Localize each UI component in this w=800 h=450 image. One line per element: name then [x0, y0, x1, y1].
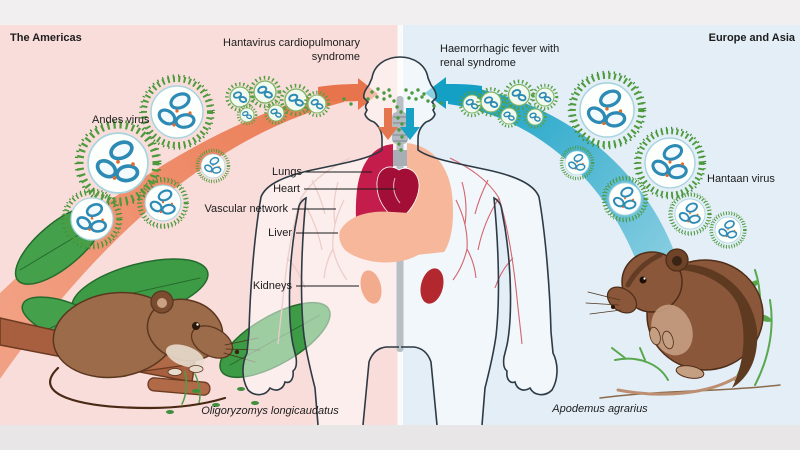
rodent-illustration-apodemus — [585, 248, 781, 399]
leader-lines — [292, 171, 396, 287]
virus-label-hantaan: Hantaan virus — [707, 173, 775, 185]
organ-label-lungs: Lungs — [272, 166, 302, 178]
organ-label-heart: Heart — [273, 183, 300, 195]
kidney-right-diseased — [420, 268, 444, 304]
arrow-down-teal-icon — [400, 108, 420, 140]
organ-label-vascular-network: Vascular network — [204, 203, 288, 215]
species-label-apodemus: Apodemus agrarius — [552, 403, 648, 415]
kidney-left — [360, 270, 382, 304]
region-label-americas: The Americas — [10, 32, 82, 44]
organ-label-kidneys: Kidneys — [252, 280, 292, 292]
bottom-margin — [0, 425, 800, 450]
top-margin — [0, 0, 800, 25]
syndrome-label-hcps: Hantavirus cardiopulmonary syndrome — [223, 37, 360, 64]
region-label-europe-asia: Europe and Asia — [708, 32, 795, 44]
arrow-down-orange-icon — [378, 108, 398, 140]
virus-label-andes: Andes virus — [92, 114, 150, 126]
liver-organ — [339, 211, 438, 263]
arrow-right-icon — [318, 78, 378, 110]
syndrome-label-hfrs: Haemorrhagic fever with renal syndrome — [440, 43, 560, 70]
virus-particle-dots — [342, 87, 443, 152]
organ-label-liver: Liver — [268, 227, 292, 239]
arrow-left-icon — [425, 77, 482, 109]
species-label-oligoryzomys: Oligoryzomys longicaudatus — [201, 405, 339, 417]
